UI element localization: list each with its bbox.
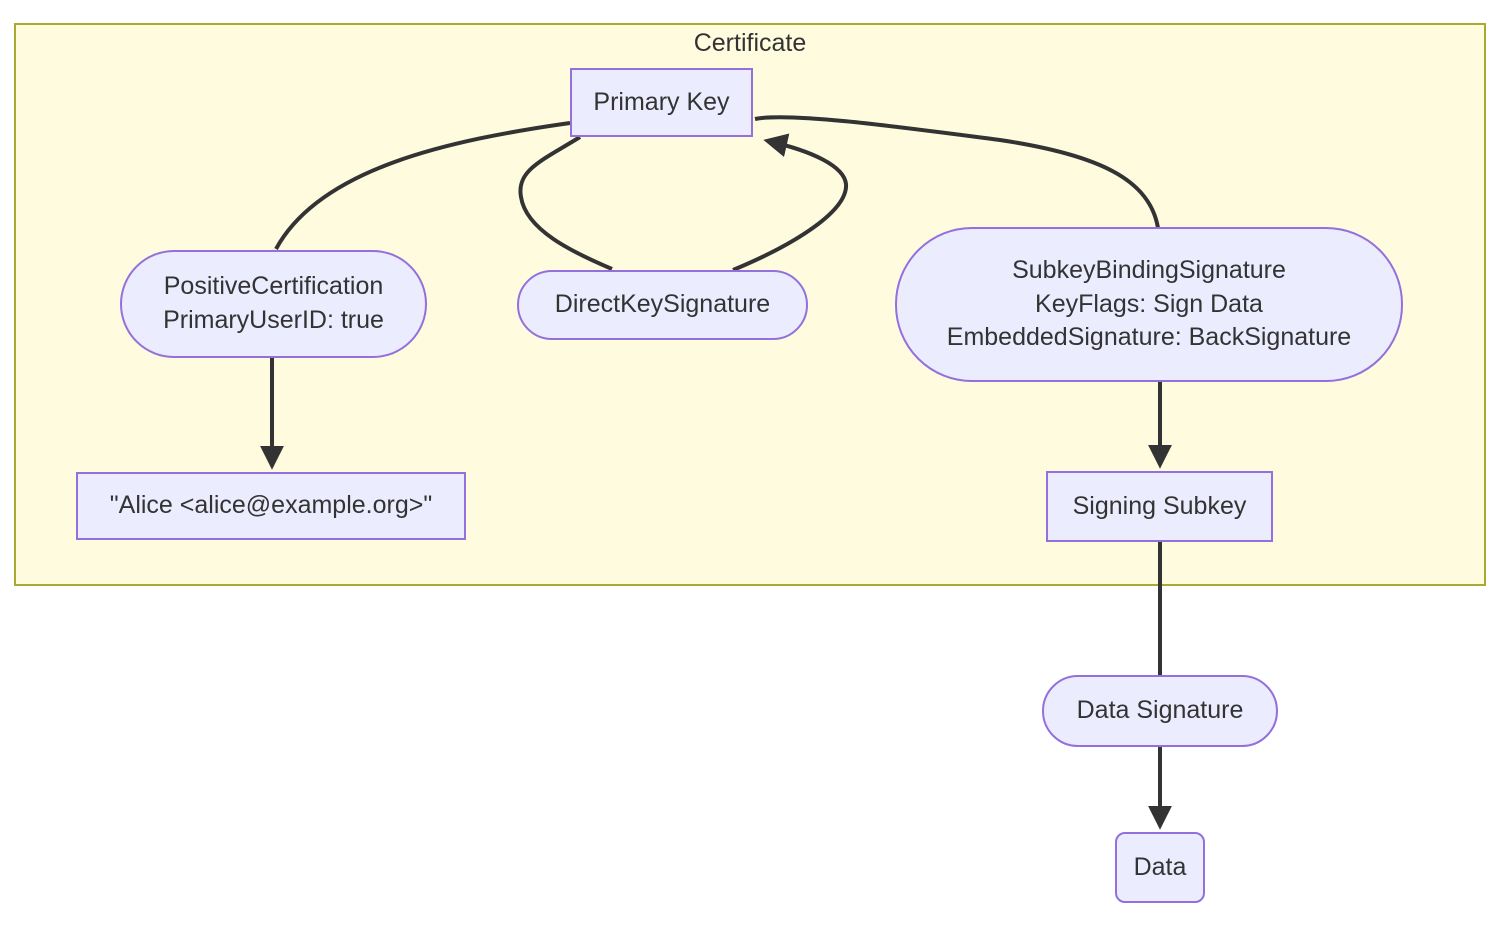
- node-direct-key-signature-label: DirectKeySignature: [554, 290, 771, 319]
- node-data: Data: [1115, 832, 1205, 903]
- node-primary-key-label: Primary Key: [593, 87, 730, 116]
- node-user-id-label: "Alice <alice@example.org>": [109, 491, 433, 520]
- node-primary-key: Primary Key: [570, 68, 753, 137]
- node-signing-subkey: Signing Subkey: [1046, 471, 1273, 542]
- node-positive-certification-label: PositiveCertification PrimaryUserID: tru…: [163, 272, 384, 334]
- certificate-group-label: Certificate: [693, 29, 807, 57]
- node-direct-key-signature: DirectKeySignature: [517, 270, 808, 340]
- node-data-signature-label: Data Signature: [1076, 696, 1244, 725]
- node-subkey-binding-signature-label: SubkeyBindingSignature KeyFlags: Sign Da…: [946, 255, 1352, 352]
- node-data-signature: Data Signature: [1042, 675, 1278, 747]
- node-user-id: "Alice <alice@example.org>": [76, 472, 466, 540]
- node-signing-subkey-label: Signing Subkey: [1072, 491, 1247, 520]
- node-positive-certification: PositiveCertification PrimaryUserID: tru…: [120, 250, 427, 358]
- node-subkey-binding-signature: SubkeyBindingSignature KeyFlags: Sign Da…: [895, 227, 1403, 382]
- node-data-label: Data: [1133, 852, 1187, 881]
